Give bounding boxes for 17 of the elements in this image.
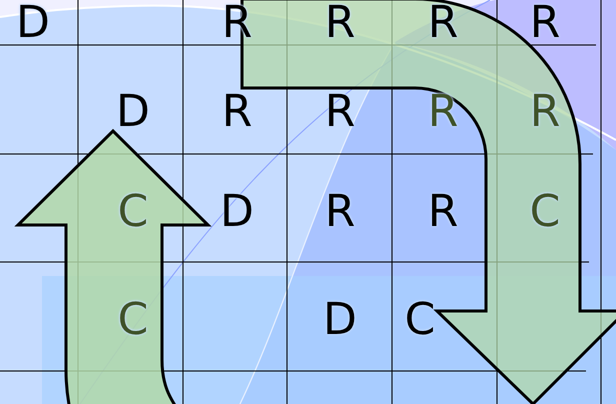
cell-letter: C	[404, 298, 436, 342]
cell-letter: D	[322, 298, 358, 342]
cell-letter: R	[220, 90, 254, 134]
cell-letter: R	[426, 1, 460, 45]
cell-letter: R	[426, 190, 460, 234]
cell-letter: D	[115, 90, 151, 134]
cell-letter: D	[15, 1, 51, 45]
cell-letter: D	[219, 190, 255, 234]
cell-letter: R	[426, 90, 460, 134]
cell-letter: C	[528, 190, 562, 234]
cell-letter: R	[528, 90, 562, 134]
cell-letter: R	[528, 1, 562, 45]
cell-letter: R	[324, 190, 356, 234]
cell-letter: C	[116, 298, 150, 342]
cell-letter: R	[324, 1, 356, 45]
cell-letter: R	[324, 90, 356, 134]
cell-letter: C	[116, 190, 150, 234]
